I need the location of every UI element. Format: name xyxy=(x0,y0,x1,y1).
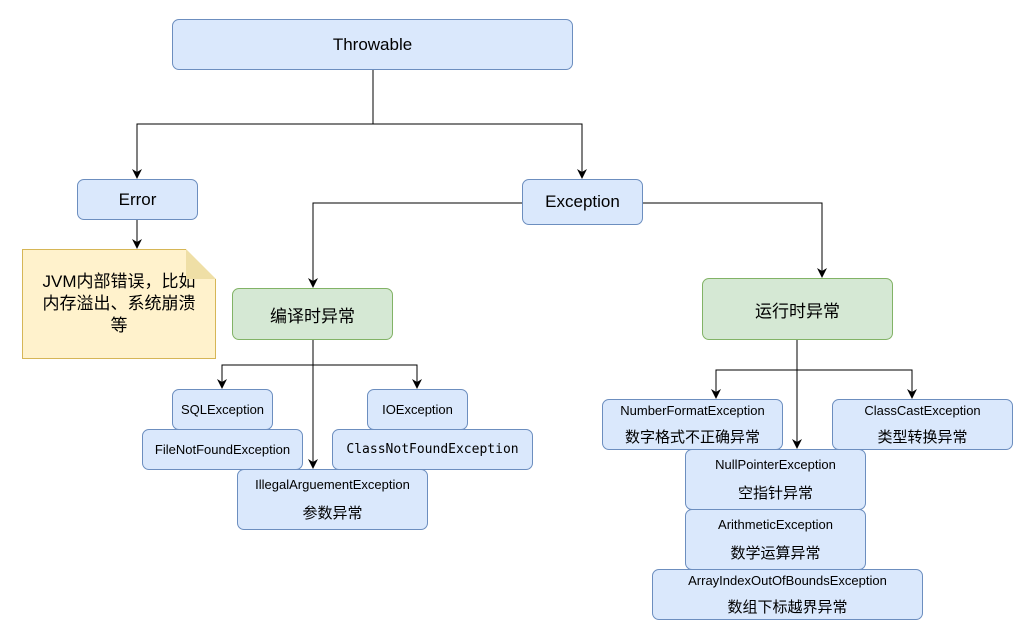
edge-checked-sql xyxy=(217,340,314,389)
number-format-exception-name: NumberFormatException xyxy=(620,402,765,418)
exception-label: Exception xyxy=(545,192,620,211)
error-note-text: JVM内部错误，比如内存溢出、系统崩溃等 xyxy=(42,272,196,335)
illegal-argument-exception-desc: 参数异常 xyxy=(302,504,363,522)
runtime-exception-label: 运行时异常 xyxy=(755,301,840,321)
throwable-node: Throwable xyxy=(172,19,573,70)
edge-checked-io xyxy=(313,364,422,389)
number-format-exception-node: NumberFormatException 数字格式不正确异常 xyxy=(602,399,783,450)
edge-throwable-error xyxy=(132,70,374,179)
note-fold-corner xyxy=(186,249,216,279)
class-not-found-exception-node: ClassNotFoundException xyxy=(332,429,533,470)
array-index-exception-name: ArrayIndexOutOfBoundsException xyxy=(688,572,887,588)
arithmetic-exception-desc: 数学运算异常 xyxy=(730,544,821,562)
throwable-label: Throwable xyxy=(332,34,413,54)
checked-exception-node: 编译时异常 xyxy=(232,288,393,340)
null-pointer-exception-desc: 空指针异常 xyxy=(737,484,813,502)
error-node: Error xyxy=(77,179,198,220)
error-note: JVM内部错误，比如内存溢出、系统崩溃等 xyxy=(22,249,216,359)
runtime-exception-node: 运行时异常 xyxy=(702,278,893,340)
io-exception-node: IOException xyxy=(367,389,468,430)
edge-exception-runtime xyxy=(642,202,827,278)
array-index-exception-desc: 数组下标越界异常 xyxy=(727,598,848,616)
sql-exception-label: SQLException xyxy=(180,402,265,417)
class-cast-exception-desc: 类型转换异常 xyxy=(877,428,968,446)
class-cast-exception-node: ClassCastException 类型转换异常 xyxy=(832,399,1013,450)
number-format-exception-desc: 数字格式不正确异常 xyxy=(624,428,760,446)
checked-exception-label: 编译时异常 xyxy=(270,306,355,326)
error-label: Error xyxy=(118,189,157,209)
edge-runtime-classcast xyxy=(797,369,917,399)
null-pointer-exception-node: NullPointerException 空指针异常 xyxy=(685,449,866,510)
class-not-found-exception-label: ClassNotFoundException xyxy=(346,442,519,457)
illegal-argument-exception-name: IllegalArguementException xyxy=(255,476,410,492)
null-pointer-exception-name: NullPointerException xyxy=(715,456,836,472)
sql-exception-node: SQLException xyxy=(172,389,273,430)
edge-throwable-exception xyxy=(373,123,587,179)
exception-node: Exception xyxy=(522,179,643,225)
io-exception-label: IOException xyxy=(382,402,453,417)
file-not-found-exception-label: FileNotFoundException xyxy=(154,442,291,457)
file-not-found-exception-node: FileNotFoundException xyxy=(142,429,303,470)
arithmetic-exception-node: ArithmeticException 数学运算异常 xyxy=(685,509,866,570)
arithmetic-exception-name: ArithmeticException xyxy=(718,516,833,532)
array-index-exception-node: ArrayIndexOutOfBoundsException 数组下标越界异常 xyxy=(652,569,923,620)
class-cast-exception-name: ClassCastException xyxy=(864,402,981,418)
illegal-argument-exception-node: IllegalArguementException 参数异常 xyxy=(237,469,428,530)
edge-runtime-number xyxy=(711,340,798,399)
edge-exception-checked xyxy=(308,202,522,288)
